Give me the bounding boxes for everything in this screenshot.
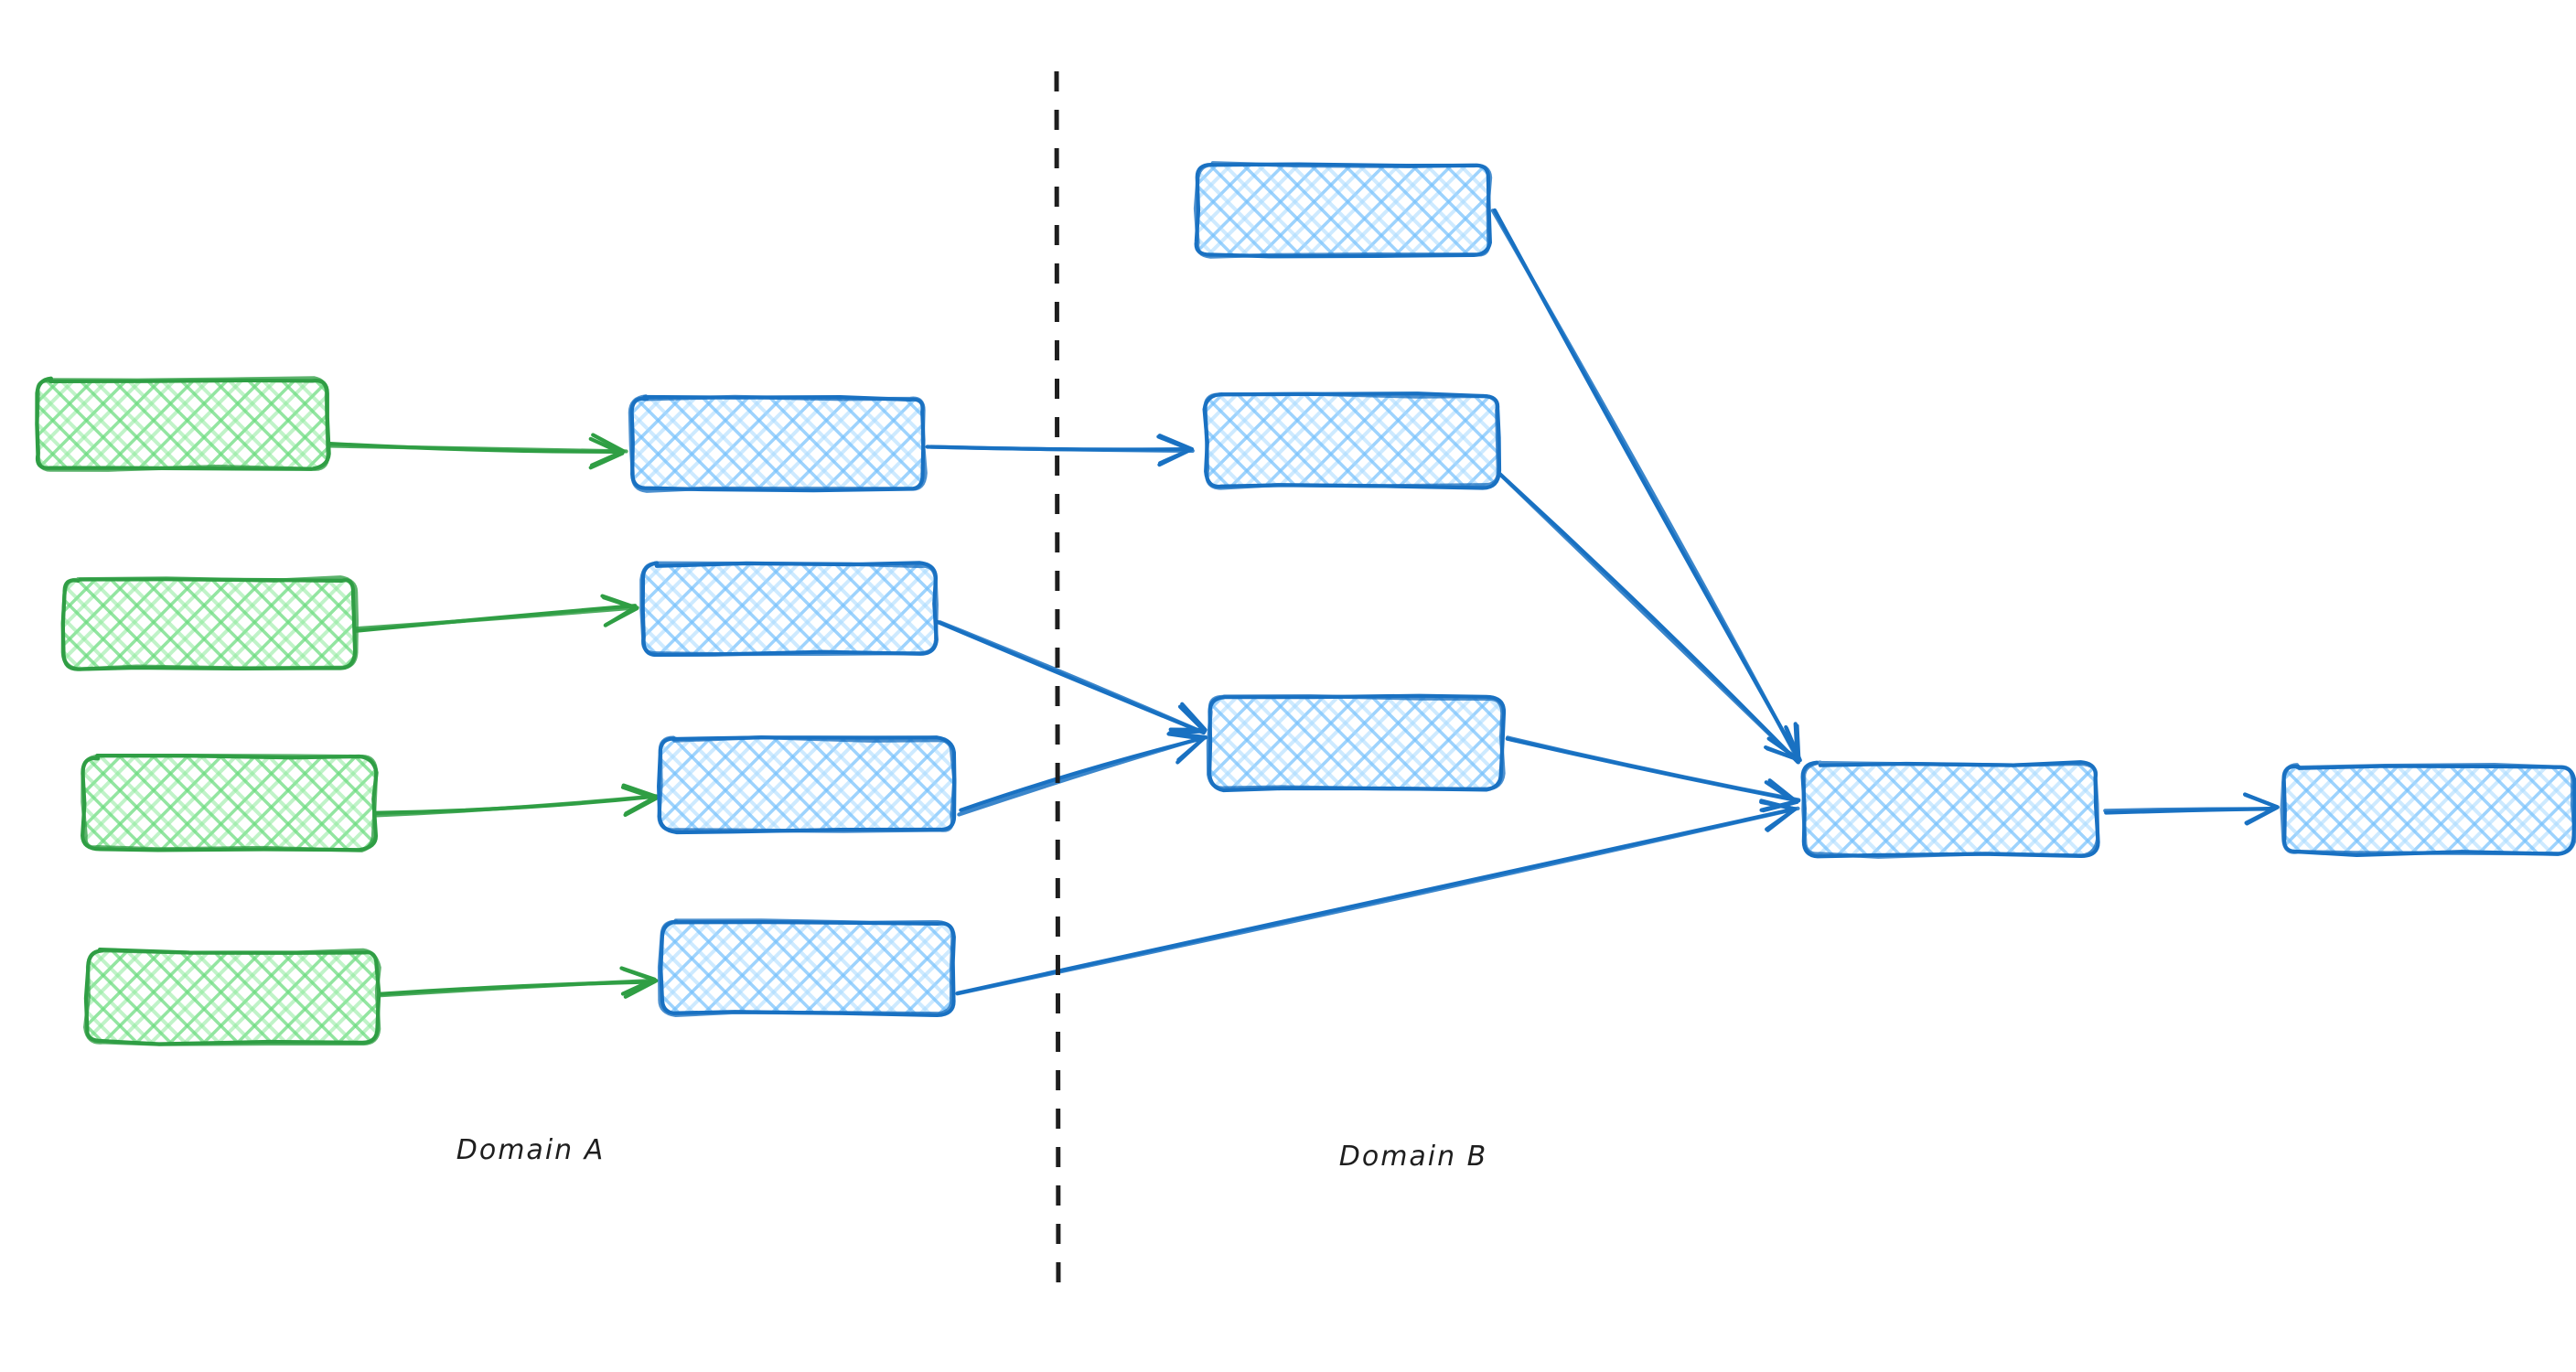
- node-fill-b-merge: [1804, 764, 2097, 855]
- node-hit-a-src-2[interactable]: [64, 579, 355, 668]
- node-fill-b-output: [2283, 766, 2574, 853]
- divider-layer: [1054, 70, 1061, 1295]
- node-hit-a-src-1[interactable]: [37, 380, 327, 468]
- node-outline-a-src-3: [80, 754, 379, 852]
- edge-b-node-3-to-b-merge: [1505, 735, 1801, 813]
- node-fill-a-src-3: [84, 757, 375, 849]
- node-hit-b-output[interactable]: [2283, 766, 2574, 853]
- edge-a-proc-1-to-b-node-2: [925, 434, 1195, 467]
- node-outline-a-src-4: [83, 948, 381, 1046]
- node-a-proc-3[interactable]: [657, 735, 957, 835]
- node-outline-b-node-2: [1203, 391, 1500, 490]
- node-outline-b-merge: [1801, 760, 2100, 859]
- node-fill-b-node-3: [1209, 697, 1502, 788]
- node-b-node-1[interactable]: [1193, 161, 1493, 259]
- node-fill-a-src-2: [64, 579, 355, 668]
- node-fill-a-proc-2: [642, 564, 935, 653]
- node-outline-b-node-1: [1193, 161, 1493, 259]
- node-hit-a-proc-1[interactable]: [631, 398, 924, 489]
- edge-a-src-3-to-a-proc-3: [374, 783, 659, 818]
- node-a-src-3[interactable]: [80, 753, 379, 852]
- node-outline-b-output: [2280, 763, 2576, 856]
- node-hit-a-src-4[interactable]: [87, 951, 378, 1043]
- edge-b-merge-to-b-output: [2103, 792, 2280, 826]
- edge-a-src-2-to-a-proc-2: [352, 594, 639, 633]
- edge-a-proc-3-to-b-node-3: [957, 731, 1208, 817]
- label-domain-b: Domain B: [1338, 1141, 1488, 1173]
- node-hit-a-proc-2[interactable]: [642, 564, 935, 653]
- node-a-src-1[interactable]: [35, 376, 331, 472]
- edge-a-src-4-to-a-proc-4: [378, 966, 659, 999]
- node-a-proc-1[interactable]: [628, 394, 928, 493]
- node-fill-a-src-1: [37, 380, 327, 468]
- node-b-node-2[interactable]: [1202, 391, 1502, 490]
- node-a-proc-4[interactable]: [657, 918, 956, 1018]
- node-outline-a-src-2: [60, 575, 360, 671]
- node-fill-a-src-4: [87, 951, 378, 1043]
- node-hit-a-src-3[interactable]: [84, 757, 375, 849]
- node-a-src-4[interactable]: [83, 947, 381, 1046]
- edge-a-proc-4-to-b-merge: [955, 799, 1800, 996]
- node-hit-b-merge[interactable]: [1804, 764, 2097, 855]
- edges-layer: [325, 208, 2280, 999]
- node-fill-b-node-2: [1206, 395, 1498, 487]
- nodes-layer: [35, 161, 2576, 1046]
- node-hit-b-node-3[interactable]: [1209, 697, 1502, 788]
- node-outline-b-node-3: [1206, 693, 1506, 791]
- node-hit-b-node-2[interactable]: [1206, 395, 1498, 487]
- node-outline-a-proc-1: [628, 394, 928, 493]
- node-fill-a-proc-1: [631, 398, 924, 489]
- node-a-src-2[interactable]: [60, 575, 360, 671]
- node-hit-b-node-1[interactable]: [1197, 165, 1489, 256]
- node-a-proc-2[interactable]: [639, 561, 939, 658]
- domain-divider: [1054, 70, 1061, 1295]
- node-b-output[interactable]: [2280, 763, 2576, 857]
- node-fill-a-proc-4: [660, 922, 953, 1013]
- edge-a-src-1-to-a-proc-1: [325, 433, 628, 470]
- node-b-node-3[interactable]: [1206, 693, 1507, 793]
- node-fill-a-proc-3: [660, 739, 953, 831]
- node-outline-a-proc-3: [657, 735, 957, 833]
- node-outline-a-src-1: [35, 376, 330, 472]
- edge-b-node-2-to-b-merge: [1496, 470, 1802, 765]
- node-b-merge[interactable]: [1800, 760, 2100, 859]
- edge-a-proc-2-to-b-node-3: [934, 619, 1208, 735]
- node-outline-a-proc-4: [657, 918, 955, 1018]
- node-hit-a-proc-4[interactable]: [660, 922, 953, 1013]
- label-domain-a: Domain A: [456, 1134, 606, 1166]
- node-outline-a-proc-2: [639, 561, 939, 657]
- node-hit-a-proc-3[interactable]: [660, 739, 953, 831]
- node-fill-b-node-1: [1197, 165, 1489, 256]
- edge-b-node-1-to-b-merge: [1490, 208, 1802, 763]
